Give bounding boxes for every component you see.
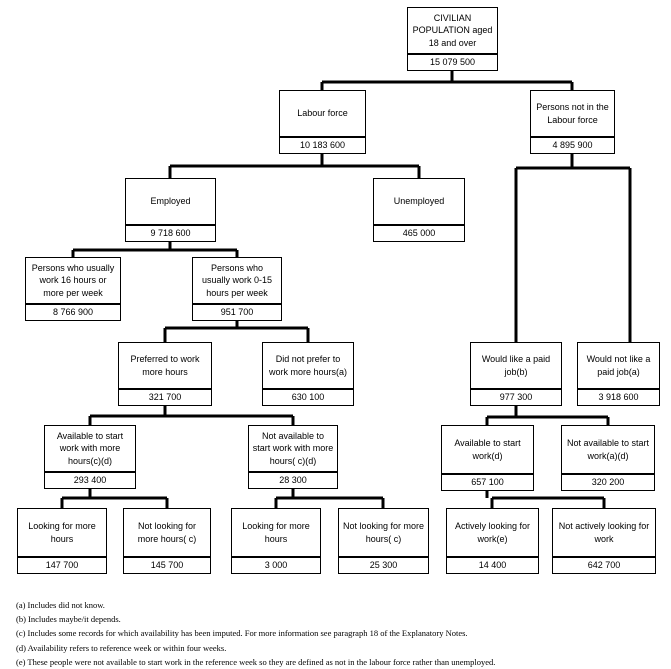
node-value: 3 000 — [232, 556, 320, 573]
node-value: 630 100 — [263, 388, 353, 405]
node-label: Persons not in the Labour force — [536, 101, 609, 125]
node-value: 657 100 — [442, 473, 533, 490]
node-labour-force: Labour force 10 183 600 — [279, 90, 366, 154]
node-value: 15 079 500 — [408, 53, 497, 70]
connector-available-split — [60, 489, 169, 508]
node-value: 642 700 — [553, 556, 655, 573]
connector-0-15-hours-split — [163, 321, 310, 342]
node-value: 320 200 — [562, 473, 654, 490]
node-not-actively-looking: Not actively looking for work 642 700 — [552, 508, 656, 574]
node-label: Would not like a paid job(a) — [586, 353, 651, 377]
node-not-available-to-start-work: Not available to start work(a)(d) 320 20… — [561, 425, 655, 491]
node-would-like-paid-job: Would like a paid job(b) 977 300 — [470, 342, 562, 406]
node-not-available-not-looking: Not looking for more hours( c) 25 300 — [338, 508, 429, 574]
node-value: 9 718 600 — [126, 224, 215, 241]
node-not-available-more-hours: Not available to start work with more ho… — [248, 425, 338, 489]
footnote-b: (b) Includes maybe/it depends. — [16, 614, 121, 625]
node-value: 28 300 — [249, 471, 337, 488]
node-label: Not available to start work(a)(d) — [566, 437, 650, 461]
node-value: 3 918 600 — [578, 388, 659, 405]
connector-not-in-labour-force-split — [514, 154, 632, 342]
node-label: Employed — [150, 196, 191, 207]
node-value: 951 700 — [193, 303, 281, 320]
node-work-16-plus: Persons who usually work 16 hours or mor… — [25, 257, 121, 321]
node-value: 465 000 — [374, 224, 464, 241]
connector-available-work-split — [485, 491, 606, 508]
node-value: 8 766 900 — [26, 303, 120, 320]
node-not-prefer-more-hours: Did not prefer to work more hours(a) 630… — [262, 342, 354, 406]
node-value: 147 700 — [18, 556, 106, 573]
connector-employed-split — [71, 242, 239, 257]
node-label: Persons who usually work 16 hours or mor… — [31, 262, 115, 298]
node-label: Preferred to work more hours — [130, 353, 200, 377]
node-preferred-more-hours: Preferred to work more hours 321 700 — [118, 342, 212, 406]
node-label: Available to start work with more hours(… — [56, 430, 124, 466]
footnotes: (a) Includes did not know. (b) Includes … — [16, 598, 495, 669]
node-value: 4 895 900 — [531, 136, 614, 153]
node-would-not-like-paid-job: Would not like a paid job(a) 3 918 600 — [577, 342, 660, 406]
node-label: Would like a paid job(b) — [481, 353, 551, 377]
footnote-d: (d) Availability refers to reference wee… — [16, 642, 227, 653]
node-value: 321 700 — [119, 388, 211, 405]
node-label: Not actively looking for work — [558, 520, 650, 544]
node-value: 977 300 — [471, 388, 561, 405]
node-label: Looking for more hours — [242, 520, 310, 544]
node-label: Not looking for more hours( c) — [342, 520, 425, 544]
node-value: 145 700 — [124, 556, 210, 573]
connector-labour-force-split — [168, 154, 421, 178]
node-employed: Employed 9 718 600 — [125, 178, 216, 242]
node-value: 14 400 — [447, 556, 538, 573]
node-label: Labour force — [297, 108, 348, 119]
node-value: 10 183 600 — [280, 136, 365, 153]
connector-not-available-split — [274, 489, 385, 508]
node-not-available-looking: Looking for more hours 3 000 — [231, 508, 321, 574]
node-label: Did not prefer to work more hours(a) — [268, 353, 348, 377]
footnote-a: (a) Includes did not know. — [16, 600, 105, 610]
node-available-looking: Looking for more hours 147 700 — [17, 508, 107, 574]
node-label: CIVILIAN POPULATION aged 18 and over — [412, 12, 493, 48]
node-label: Persons who usually work 0-15 hours per … — [201, 262, 273, 298]
footnote-e: (e) These people were not available to s… — [16, 656, 496, 667]
node-available-to-start-work: Available to start work(d) 657 100 — [441, 425, 534, 491]
footnote-c: (c) Includes some records for which avai… — [16, 628, 468, 639]
node-unemployed: Unemployed 465 000 — [373, 178, 465, 242]
connector-civilian-split — [320, 71, 574, 90]
node-civilian-population: CIVILIAN POPULATION aged 18 and over 15 … — [407, 7, 498, 71]
node-label: Actively looking for work(e) — [454, 520, 531, 544]
connector-would-like-job-split — [485, 406, 610, 425]
node-work-0-15: Persons who usually work 0-15 hours per … — [192, 257, 282, 321]
node-label: Looking for more hours — [28, 520, 96, 544]
node-value: 25 300 — [339, 556, 428, 573]
node-label: Not looking for more hours( c) — [137, 520, 197, 544]
connector-preferred-split — [88, 406, 295, 425]
node-available-not-looking: Not looking for more hours( c) 145 700 — [123, 508, 211, 574]
node-value: 293 400 — [45, 471, 135, 488]
node-label: Available to start work(d) — [454, 437, 521, 461]
node-not-in-labour-force: Persons not in the Labour force 4 895 90… — [530, 90, 615, 154]
node-label: Not available to start work with more ho… — [252, 430, 334, 466]
node-label: Unemployed — [393, 196, 445, 207]
node-actively-looking: Actively looking for work(e) 14 400 — [446, 508, 539, 574]
node-available-more-hours: Available to start work with more hours(… — [44, 425, 136, 489]
